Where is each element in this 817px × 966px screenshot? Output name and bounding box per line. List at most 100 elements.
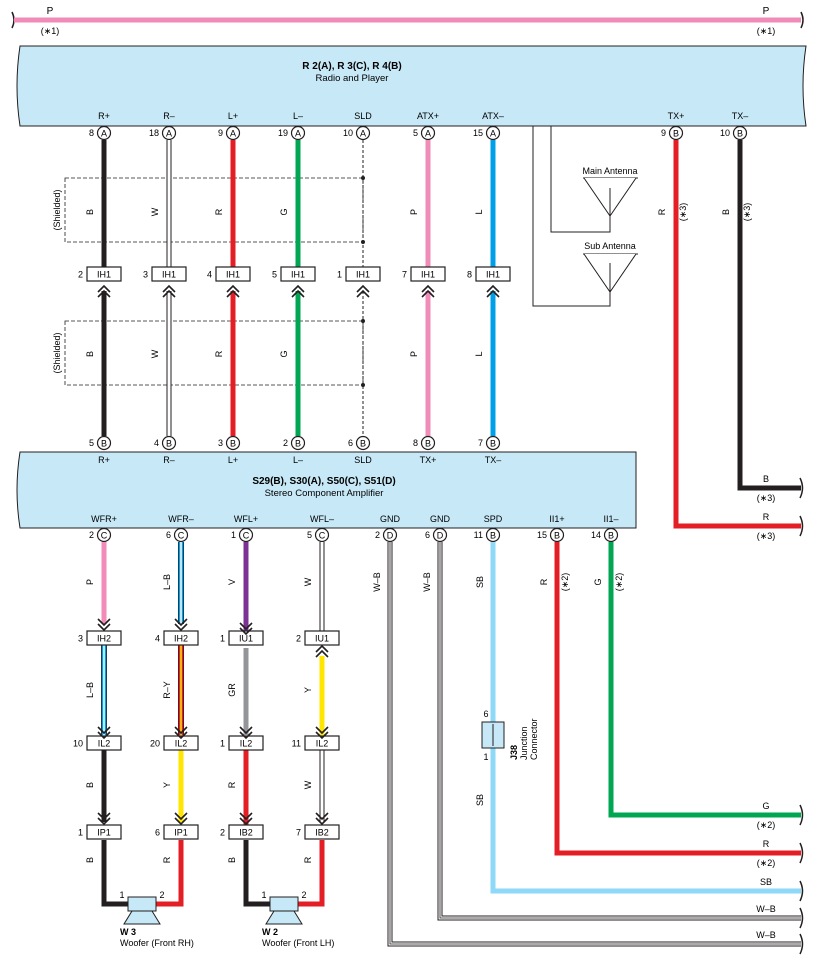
seg4-wire-code: R — [303, 856, 313, 863]
gnd-wire-2-stripe — [439, 542, 801, 919]
amp-bottom-pin-connector: B — [549, 527, 565, 543]
amp-top-pin-connector: B — [290, 435, 306, 451]
output-wire-code: B — [763, 474, 769, 484]
seg4-wire-code: R — [162, 856, 172, 863]
connector-name: IP1 — [97, 828, 111, 838]
amp-bottom-pin-connector: C — [314, 527, 330, 543]
radio-pin-connector: A — [420, 125, 436, 141]
seg1-wire-code: L–B — [162, 574, 172, 590]
amp-bottom-pin-number: 2 — [89, 530, 94, 540]
chevron-arrow — [162, 284, 176, 298]
gnd-wire-1-stripe — [389, 542, 801, 945]
connector-name: IH1 — [162, 270, 176, 280]
connector-name: IU1 — [239, 634, 253, 644]
seg4-wire-code: B — [85, 857, 95, 863]
rh-speaker-neg-wire — [101, 840, 128, 907]
seg3-wire-code: Y — [162, 782, 172, 788]
pin-circle — [290, 125, 306, 141]
connector-box — [304, 735, 340, 751]
amp-top-pin-label: L– — [293, 455, 303, 465]
pin-circle — [485, 435, 501, 451]
pin-circle — [225, 435, 241, 451]
connector-box — [86, 735, 122, 751]
amp-top-pin-label: L+ — [228, 455, 238, 465]
output-wire-code: G — [762, 801, 769, 811]
amplifier-subtitle: Stereo Component Amplifier — [265, 488, 384, 499]
ii1-minus-wire-code: G — [593, 578, 603, 585]
tx-plus-wire-note: (∗3) — [678, 203, 688, 222]
amp-bottom-pin-label: WFR– — [168, 514, 194, 524]
radio-pin-number: 15 — [473, 128, 483, 138]
shield-dot — [361, 176, 365, 180]
connector-pin: 11 — [292, 739, 301, 749]
amp-bottom-pin-number: 14 — [591, 530, 601, 540]
connector-name: IH1 — [226, 270, 240, 280]
j38-description-line: Junction — [519, 726, 529, 760]
pin-letter: B — [101, 438, 107, 448]
amp-bottom-pin-label: II1+ — [549, 514, 564, 524]
row3-connector: IP1 1 — [78, 824, 122, 840]
pin-letter: D — [437, 530, 444, 540]
pin-circle — [96, 527, 112, 543]
wire-code-upper: B — [85, 209, 95, 215]
wire-end-bracket — [799, 907, 804, 929]
pin-circle — [161, 125, 177, 141]
pin-letter: B — [490, 438, 496, 448]
gnd-wire-code-2: W–B — [422, 572, 432, 592]
radio-pin-connector: A — [225, 125, 241, 141]
amplifier-title: S29(B), S30(A), S50(C), S51(D) — [252, 476, 395, 487]
radio-pin-connector: A — [96, 125, 112, 141]
pin-letter: B — [230, 438, 236, 448]
right-side-output-labels: B(∗3)R(∗3)G(∗2)R(∗2)SBW–BW–B — [756, 474, 804, 955]
pin-circle — [225, 125, 241, 141]
radio-pin-number: 18 — [149, 128, 159, 138]
j38-pin-bottom: 1 — [483, 752, 488, 762]
chevron-arrow — [486, 284, 500, 298]
chevron-arrow — [315, 812, 329, 826]
speaker-name: Woofer (Front RH) — [120, 938, 194, 948]
radio-pin-connector: B — [668, 125, 684, 141]
amp-bottom-pin-label: II1– — [603, 514, 618, 524]
connector-box — [410, 266, 446, 282]
ii1-plus-wire-note: (∗2) — [560, 573, 570, 592]
chevron-arrow — [239, 726, 253, 740]
wire-code-upper: W — [150, 207, 160, 216]
pin-circle — [161, 435, 177, 451]
pin-circle — [314, 527, 330, 543]
amp-bottom-pin-number: 11 — [474, 530, 483, 540]
connector-name: IH1 — [486, 270, 500, 280]
chevron-arrow — [421, 284, 435, 298]
radio-pin-label: SLD — [354, 111, 372, 121]
speaker-cone — [265, 910, 303, 925]
amp-bottom-pin-label: GND — [380, 514, 401, 524]
connector-pin: 4 — [207, 270, 212, 280]
connector-name: IH1 — [356, 270, 370, 280]
connector-pin: 1 — [78, 828, 83, 838]
sub-antenna-label: Sub Antenna — [584, 241, 636, 251]
pin-letter: C — [178, 530, 185, 540]
connector-box — [86, 266, 122, 282]
pin-circle — [173, 527, 189, 543]
amp-bottom-pin-number: 2 — [375, 530, 380, 540]
pin-letter: A — [425, 128, 431, 138]
ii1-plus-wire-code: R — [539, 578, 549, 585]
seg1-wire-code: P — [85, 579, 95, 585]
tx-minus-wire-note: (∗3) — [742, 203, 752, 222]
radio-pin-number: 19 — [278, 128, 288, 138]
wire-end-bracket — [799, 880, 804, 902]
chevron-arrow — [174, 812, 188, 826]
connector-name: IH2 — [97, 634, 111, 644]
speaker-magnet — [127, 896, 157, 912]
chevron-arrow — [356, 284, 370, 298]
pin-circle — [355, 125, 371, 141]
radio-pin-label: R+ — [98, 111, 110, 121]
